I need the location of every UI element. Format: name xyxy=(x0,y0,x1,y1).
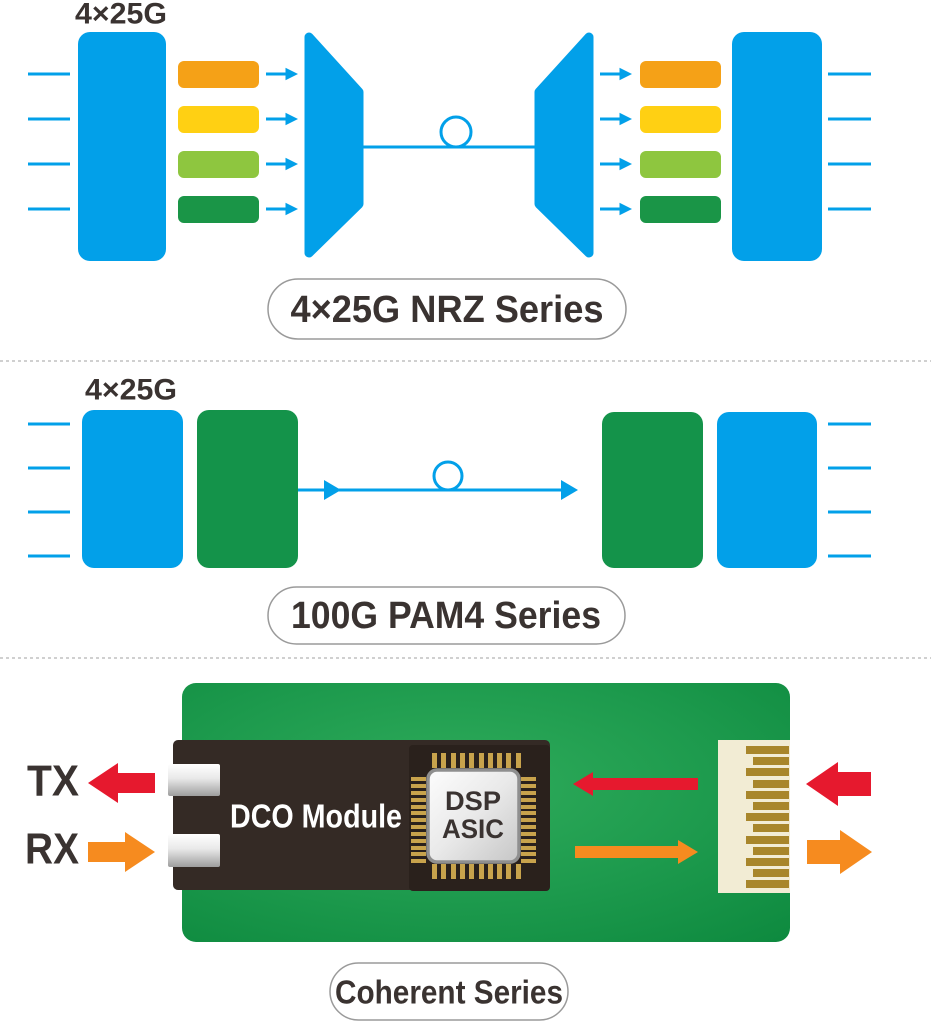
edge-connector xyxy=(718,740,790,893)
dsp-asic-body xyxy=(426,768,521,864)
rx-label: RX xyxy=(25,825,79,874)
pam4-section: 4×25G 100G PAM4 Series xyxy=(28,374,871,645)
module-tx-port xyxy=(168,764,220,796)
pam4-title: 100G PAM4 Series xyxy=(291,595,601,637)
fiber-arrowhead xyxy=(324,480,341,500)
nrz-host-output-lines xyxy=(828,72,871,211)
nrz-lane-arrows-right xyxy=(600,67,633,216)
pam4-host-box-right xyxy=(717,412,817,568)
nrz-title: 4×25G NRZ Series xyxy=(291,289,604,331)
dco-module-label: DCO Module xyxy=(230,798,402,835)
nrz-host-box-left xyxy=(78,32,166,261)
lane-bar-light-green xyxy=(178,151,259,178)
chip-label-line1: DSP xyxy=(445,786,501,816)
lane-bar-orange xyxy=(640,61,721,88)
coherent-title-pill xyxy=(329,962,569,1021)
dsp-asic-chip: DSP ASIC xyxy=(409,745,550,891)
pam4-dsp-box-left xyxy=(197,410,298,568)
tx-label: TX xyxy=(27,757,79,806)
chip-label-line2: ASIC xyxy=(442,814,504,844)
nrz-lane-bars-right xyxy=(640,61,721,223)
edge-connector-pins xyxy=(746,746,789,888)
coherent-title: Coherent Series xyxy=(335,974,563,1011)
nrz-lane-count-label: 4×25G xyxy=(75,0,167,31)
fiber-loop-icon xyxy=(432,460,464,492)
nrz-title-pill xyxy=(267,278,627,340)
lane-bar-green xyxy=(640,196,721,223)
module-rx-port xyxy=(168,834,220,867)
external-tx-arrow xyxy=(806,762,871,806)
pam4-host-input-lines xyxy=(28,422,70,558)
pam4-dsp-box-right xyxy=(602,412,703,568)
lane-bar-green xyxy=(178,196,259,223)
board-tx-arrow xyxy=(573,772,698,796)
nrz-lane-arrows-left xyxy=(266,67,299,216)
rx-arrow xyxy=(88,832,155,872)
board-rx-arrow xyxy=(575,840,698,864)
pam4-title-pill xyxy=(267,586,626,645)
pam4-host-output-lines xyxy=(828,422,871,558)
coherent-section: DCO Module DSP ASIC TX RX Coherent Serie… xyxy=(25,683,872,1021)
pam4-lane-count-label: 4×25G xyxy=(85,374,177,407)
lane-bar-orange xyxy=(178,61,259,88)
nrz-section: 4×25G xyxy=(28,0,871,340)
tx-arrow xyxy=(88,763,155,803)
nrz-host-box-right xyxy=(732,32,822,261)
lane-bar-yellow xyxy=(178,106,259,133)
external-rx-arrow xyxy=(807,830,872,874)
demux-shape xyxy=(534,32,594,258)
lane-bar-yellow xyxy=(640,106,721,133)
lane-bar-light-green xyxy=(640,151,721,178)
nrz-lane-bars-left xyxy=(178,61,259,223)
nrz-host-input-lines xyxy=(28,72,70,211)
mux-shape xyxy=(304,32,364,258)
fiber-arrowhead xyxy=(561,480,578,500)
fiber-loop-icon xyxy=(439,115,473,149)
pam4-host-box-left xyxy=(82,410,183,568)
chip-pins-horizontal xyxy=(411,777,536,863)
